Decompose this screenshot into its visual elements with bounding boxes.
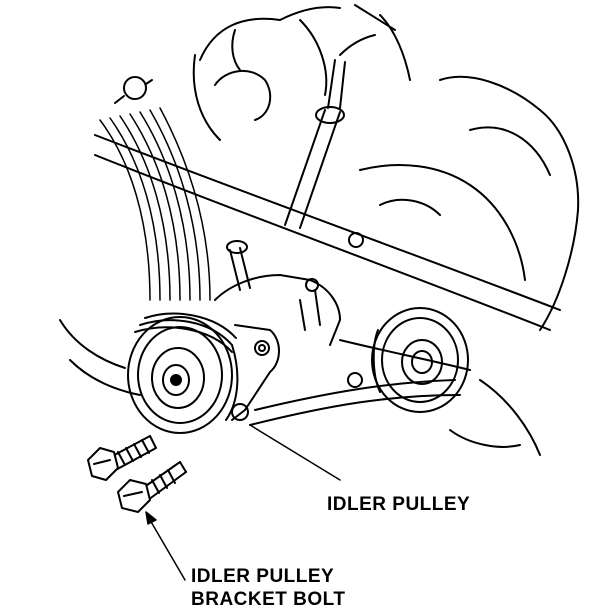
- idler-pulley-label: IDLER PULLEY: [327, 494, 471, 515]
- upper-bracket-bolt: [226, 232, 364, 291]
- idler-pulley-bracket: [214, 274, 363, 421]
- dipstick-tube: [284, 34, 376, 229]
- bracket-bolt-leader: [145, 511, 186, 581]
- idler-pulley-bracket-bolt: [117, 461, 187, 513]
- crank-pulley-grooves: [99, 107, 211, 301]
- hose-clamp-fitting: [114, 76, 153, 104]
- bracket-bolt: [87, 435, 157, 481]
- idler-pulley-leader: [249, 424, 341, 481]
- alternator-pulley: [371, 307, 469, 413]
- drive-belt: [94, 134, 561, 426]
- bracket-bolt-label-line1: IDLER PULLEY: [191, 566, 335, 587]
- idler-pulley-bracket-bolt-label: IDLER PULLEY BRACKET BOLT: [191, 565, 345, 611]
- bracket-bolt-label-line2: BRACKET BOLT: [191, 589, 346, 610]
- idler-pulley: [127, 312, 239, 434]
- engine-block-outline: [59, 4, 580, 456]
